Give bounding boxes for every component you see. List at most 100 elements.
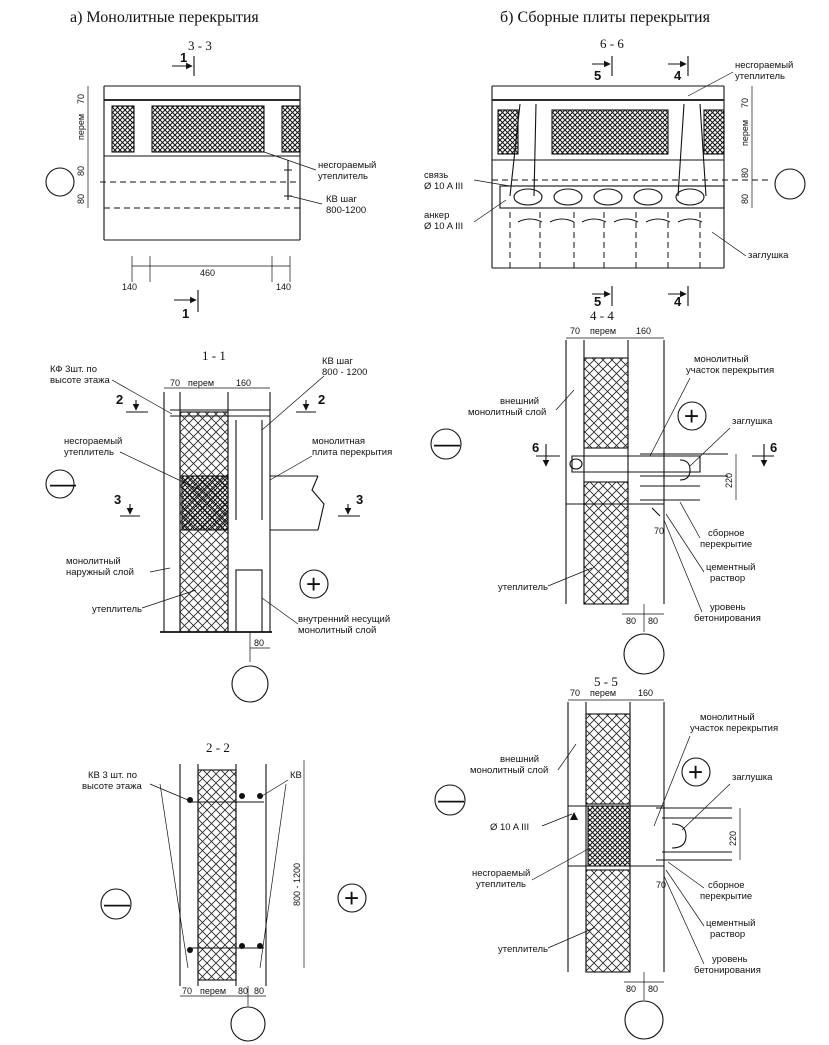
dim-peremen-2-2: перем [200,986,226,996]
kv-bars [187,793,263,953]
minus-symbol-1-1: — [50,468,76,498]
insulation-2-2 [197,769,237,981]
dim-80-5-5-a: 80 [626,984,636,994]
minus-sign-5-5 [434,784,466,816]
dim-peremen-1-1: перем [188,378,214,388]
label-uteplitel-1-1: утеплитель [92,604,142,615]
minus-sign-4-4 [430,428,462,460]
title-prefab: б) Сборные плиты перекрытия [500,9,711,26]
monolithic-slab-area-4-4 [571,455,701,473]
rebar-marker-5-5 [570,812,578,820]
minus-symbol-2-2: — [104,888,130,918]
plus-sign-4-4 [677,401,707,431]
dim-80-5-5-b: 80 [648,984,658,994]
insulation-5-5-top [585,713,631,805]
dim-140-right: 140 [276,282,291,292]
title-monolithic: а) Монолитные перекрытия [70,9,259,26]
dim-460: 460 [200,268,215,278]
label-zaglushka-5-5: заглушка [732,772,773,783]
plus-sign-1-1 [299,569,329,599]
cut-mark-5-top: 5 [594,68,601,83]
kv-connector [284,160,292,200]
slab-voids [513,188,705,206]
leader-insulation-3-3 [263,151,317,171]
label-zaglushka-4-4: заглушка [732,416,773,427]
dim-160-4-4: 160 [636,326,651,336]
plus-sign-5-5 [681,757,711,787]
dim-80-4-4-b: 80 [648,616,658,626]
hollow-core-slab [499,185,725,209]
insulation-4-4-bottom [583,481,629,605]
insulation-4-4-top [583,357,629,449]
minus-symbol-4-4: — [434,428,460,458]
insulation-left [111,105,135,153]
dim-220-4-4: 220 [724,473,734,488]
insulation-6-6-left [497,109,519,155]
dim-70-4-4-b: 70 [654,526,664,536]
label-uteplitel-4-4: утеплитель [498,582,548,593]
plus-symbol-2-2: + [344,883,359,913]
tie-rod-left [509,103,521,197]
cut-mark-4-top: 4 [674,68,682,83]
dim-80-2-2-b: 80 [254,986,264,996]
cut-mark-1-top: 1 [180,50,187,65]
dim-800-1200: 800 - 1200 [292,863,302,906]
nonfire-insulation-5-5 [587,805,631,867]
insulation-5-5-bottom [585,869,631,973]
cut-mark-1-bottom: 1 [182,306,189,321]
label-rebar-5-5: Ø 10 A III [490,822,529,833]
cut-mark-6-left: 6 [532,440,539,455]
label-kv-2-2: КВ [290,770,302,781]
insulation-center [151,105,265,153]
dim-160-5-5: 160 [638,688,653,698]
prefab-ribs [509,212,703,268]
dim-220-5-5: 220 [728,831,738,846]
section-2-2-title: 2 - 2 [206,740,230,755]
axis-circle-6-6 [774,168,806,200]
cut-mark-2-left: 2 [116,392,123,407]
minus-symbol-5-5: — [438,784,464,814]
dim-140-left: 140 [122,282,137,292]
section-4-4-title: 4 - 4 [590,308,614,323]
prefab-slab-4-4 [640,453,728,501]
insulation-6-6-right [703,109,725,155]
dim-80-2-2-a: 80 [238,986,248,996]
dim-peremen-3-3: перем [76,114,86,140]
cut-mark-5-bottom: 5 [594,294,601,309]
section-3-3-title: 3 - 3 [188,38,212,53]
dim-70-1-1: 70 [170,378,180,388]
section-1-1-title: 1 - 1 [202,348,226,363]
axis-circle-1-1 [231,665,269,703]
minus-sign-2-2 [100,888,132,920]
cut-mark-3-right: 3 [356,492,363,507]
prefab-slab-5-5 [656,807,732,861]
dim-peremen-4-4: перем [590,326,616,336]
leader-kv-3-3 [289,195,323,205]
axis-circle-3-3 [45,167,75,197]
section-4-4: 4 - 4 70 перем 160 6 6 220 70 монолитный… [430,308,777,675]
label-zaglushka-6-6: заглушка [748,250,789,261]
insulation-6-6-center [551,109,669,155]
